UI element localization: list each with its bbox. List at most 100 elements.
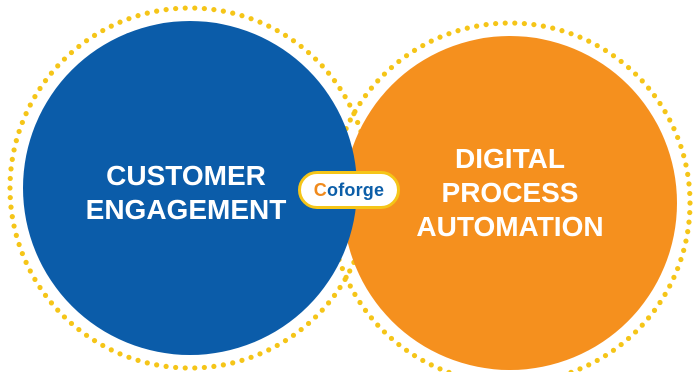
outline-dot bbox=[154, 8, 160, 14]
outline-dot bbox=[357, 299, 363, 306]
outline-dot bbox=[368, 315, 375, 321]
outline-dot bbox=[61, 56, 68, 62]
outline-dot bbox=[76, 43, 82, 50]
outline-dot bbox=[8, 204, 14, 210]
outline-dot bbox=[675, 134, 681, 141]
outline-dot bbox=[192, 5, 198, 11]
outline-dot bbox=[428, 38, 434, 44]
outline-dot bbox=[163, 363, 169, 370]
outline-dot bbox=[37, 85, 43, 92]
outline-dot bbox=[126, 16, 132, 22]
outline-dot bbox=[657, 299, 663, 306]
outline-dot bbox=[577, 366, 583, 372]
outline-dot bbox=[274, 342, 280, 349]
outline-dot bbox=[602, 47, 609, 54]
outline-dot bbox=[83, 332, 90, 338]
outline-dot bbox=[9, 156, 15, 162]
outline-dot bbox=[13, 138, 19, 144]
outline-dot bbox=[290, 332, 297, 338]
outline-dot bbox=[586, 362, 592, 368]
outline-dot bbox=[396, 341, 402, 348]
outline-dot bbox=[312, 56, 319, 62]
outline-dot bbox=[671, 126, 677, 132]
customer-engagement-label: CUSTOMER ENGAGEMENT bbox=[40, 159, 332, 227]
outline-dot bbox=[182, 365, 188, 371]
outline-dot bbox=[685, 171, 691, 177]
digital-process-automation-line-2: PROCESS bbox=[441, 177, 579, 208]
outline-dot bbox=[681, 247, 687, 253]
outline-dot bbox=[274, 27, 280, 34]
outline-dot bbox=[126, 354, 132, 360]
outline-dot bbox=[362, 93, 369, 99]
outline-dot bbox=[686, 181, 692, 187]
outline-dot bbox=[298, 43, 304, 50]
outline-dot bbox=[403, 53, 410, 59]
outline-dot bbox=[13, 232, 19, 238]
outline-dot bbox=[108, 23, 114, 29]
outline-dot bbox=[381, 329, 388, 335]
outline-dot bbox=[347, 117, 353, 123]
outline-dot bbox=[618, 341, 624, 348]
outline-dot bbox=[201, 364, 207, 371]
outline-dot bbox=[32, 276, 38, 282]
outline-dot bbox=[347, 102, 353, 108]
customer-engagement-line-1: CUSTOMER bbox=[106, 160, 266, 191]
outline-dot bbox=[347, 268, 353, 274]
outline-dot bbox=[687, 209, 693, 216]
outline-dot bbox=[368, 85, 375, 91]
outline-dot bbox=[319, 307, 325, 313]
outline-dot bbox=[201, 5, 207, 12]
outline-dot bbox=[144, 10, 150, 16]
outline-dot bbox=[337, 284, 343, 291]
outline-dot bbox=[61, 314, 68, 320]
outline-dot bbox=[325, 300, 332, 306]
outline-dot bbox=[531, 21, 537, 28]
logo-first-letter: C bbox=[313, 179, 327, 200]
customer-engagement-line-2: ENGAGEMENT bbox=[85, 194, 287, 225]
outline-dot bbox=[625, 335, 632, 342]
outline-dot bbox=[420, 357, 426, 364]
outline-dot bbox=[594, 357, 600, 364]
outline-dot bbox=[239, 357, 245, 363]
outline-dot bbox=[512, 20, 518, 26]
outline-dot bbox=[144, 360, 150, 366]
outline-dot bbox=[305, 49, 312, 56]
outline-dot bbox=[11, 223, 17, 229]
digital-process-automation-line-3: AUTOMATION bbox=[416, 211, 604, 242]
outline-dot bbox=[312, 314, 319, 320]
outline-dot bbox=[420, 42, 426, 49]
outline-dot bbox=[577, 34, 583, 40]
outline-dot bbox=[7, 185, 13, 191]
outline-dot bbox=[135, 13, 141, 19]
outline-dot bbox=[55, 307, 61, 313]
outline-dot bbox=[667, 283, 673, 289]
outline-dot bbox=[19, 250, 25, 257]
outline-dot bbox=[625, 64, 632, 71]
outline-dot bbox=[502, 20, 508, 26]
outline-dot bbox=[352, 109, 358, 115]
outline-dot bbox=[381, 71, 388, 77]
outline-dot bbox=[671, 274, 677, 280]
outline-dot bbox=[339, 265, 345, 272]
outline-dot bbox=[342, 94, 348, 100]
outline-dot bbox=[355, 119, 361, 126]
outline-dot bbox=[632, 71, 639, 77]
digital-process-automation-line-1: DIGITAL bbox=[455, 143, 565, 174]
outline-dot bbox=[362, 307, 369, 313]
outline-dot bbox=[683, 162, 689, 168]
outline-dot bbox=[68, 320, 75, 327]
outline-dot bbox=[220, 8, 226, 14]
outline-dot bbox=[23, 259, 29, 265]
outline-dot bbox=[11, 147, 17, 153]
outline-dot bbox=[559, 28, 565, 34]
outline-dot bbox=[375, 322, 381, 328]
outline-dot bbox=[685, 229, 691, 235]
outline-dot bbox=[645, 85, 652, 91]
outline-dot bbox=[347, 283, 353, 289]
outline-dot bbox=[192, 365, 198, 371]
outline-dot bbox=[337, 85, 343, 92]
outline-dot bbox=[163, 6, 169, 13]
outline-dot bbox=[662, 291, 668, 297]
outline-dot bbox=[220, 362, 226, 368]
